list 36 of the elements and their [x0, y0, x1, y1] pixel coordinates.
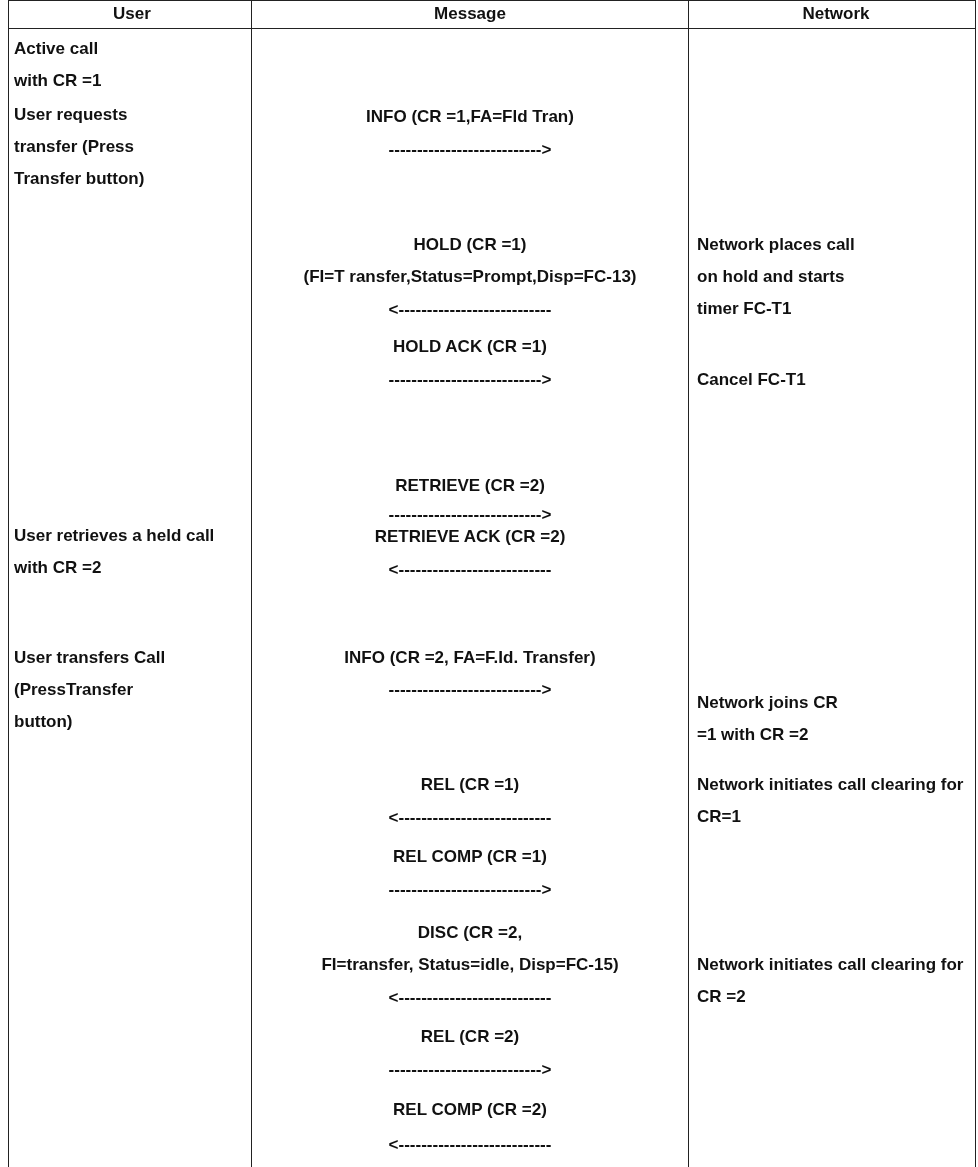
cell-text: INFO (CR =2, FA=F.Id. Transfer)	[343, 647, 597, 669]
cell-text: (FI=T ransfer,Status=Prompt,Disp=FC-13)	[302, 266, 638, 288]
cell-text: User transfers Call (PressTransfer button)	[14, 647, 167, 733]
arrow-text: <---------------------------	[387, 1134, 553, 1156]
arrow-text: <---------------------------	[387, 299, 553, 321]
cell-text: REL COMP (CR =1)	[392, 846, 548, 868]
cell-text: INFO (CR =1,FA=Fld Tran)	[365, 106, 575, 128]
cell-text: Network joins CR =1 with CR =2	[697, 692, 839, 746]
arrow-text: --------------------------->	[387, 139, 553, 161]
arrow-text: <---------------------------	[387, 559, 553, 581]
column-header: Message	[433, 4, 507, 24]
arrow-text: --------------------------->	[387, 679, 553, 701]
cell-text: DISC (CR =2,	[416, 922, 524, 944]
arrow-text: --------------------------->	[387, 879, 553, 901]
cell-text: Cancel FC-T1	[697, 369, 807, 391]
arrow-text: --------------------------->	[387, 504, 553, 526]
cell-text: RETRIEVE (CR =2)	[394, 475, 546, 497]
cell-text: FI=transfer, Status=idle, Disp=FC-15)	[320, 954, 620, 976]
cell-text: REL (CR =1)	[419, 774, 521, 796]
cell-text: REL COMP (CR =2)	[392, 1099, 548, 1121]
arrow-text: --------------------------->	[387, 1059, 553, 1081]
cell-text: User requests transfer (Press Transfer button)	[14, 104, 146, 190]
arrow-text: --------------------------->	[387, 369, 553, 391]
column-header: Network	[801, 4, 871, 24]
cell-text: HOLD (CR =1)	[412, 234, 528, 256]
cell-text: REL (CR =2)	[419, 1026, 521, 1048]
arrow-text: <---------------------------	[387, 987, 553, 1009]
cell-text: HOLD ACK (CR =1)	[392, 336, 548, 358]
cell-text: Network initiates call clearing for CR=1	[697, 774, 965, 828]
cell-text: User retrieves a held call with CR =2	[14, 525, 216, 579]
cell-text: Active call with CR =1	[14, 38, 103, 92]
cell-text: Network places call on hold and starts timer FC-T1	[697, 234, 856, 320]
cell-text: RETRIEVE ACK (CR =2)	[373, 526, 567, 548]
column-header: User	[112, 4, 152, 24]
cell-text: Network initiates call clearing for CR =2	[697, 954, 965, 1008]
arrow-text: <---------------------------	[387, 807, 553, 829]
